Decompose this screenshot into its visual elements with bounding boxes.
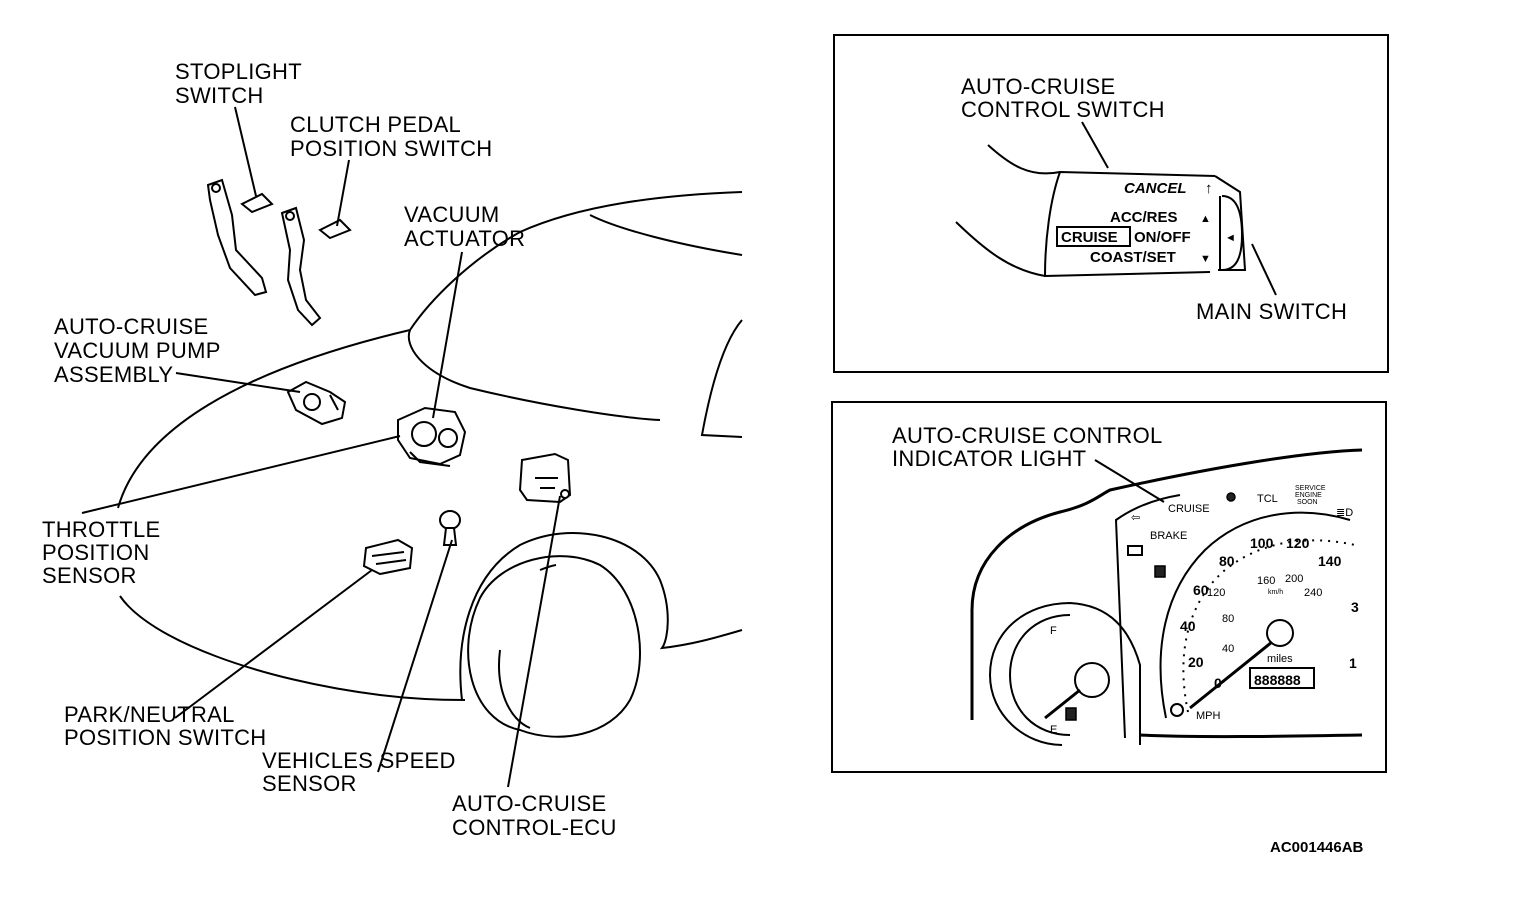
car-outline — [117, 191, 743, 738]
kmh-unit: km/h — [1268, 589, 1283, 596]
up-arrow-icon: ▲ — [1200, 213, 1211, 225]
kmh-tick-120: 120 — [1207, 587, 1225, 599]
clutch-pedal-part — [280, 206, 352, 327]
tcl-indicator-label: TCL — [1257, 493, 1278, 505]
service-engine-indicator: SERVICE ENGINE SOON — [1295, 485, 1328, 506]
headlight-icon: ≣D — [1336, 507, 1353, 519]
mph-tick-0: 0 — [1214, 675, 1222, 691]
kmh-tick-80: 80 — [1222, 613, 1234, 625]
mph-tick-20: 20 — [1188, 654, 1204, 670]
fuel-full-label: F — [1050, 625, 1057, 637]
right-edge-digit-3: 3 — [1351, 599, 1359, 615]
kmh-tick-240: 240 — [1304, 587, 1322, 599]
vacuum-pump-assembly-label: AUTO-CRUISE VACUUM PUMP ASSEMBLY — [54, 314, 227, 387]
mph-tick-140: 140 — [1318, 553, 1342, 569]
mph-tick-60: 60 — [1193, 582, 1209, 598]
vacuum-actuator-label: VACUUM ACTUATOR — [404, 202, 525, 251]
park-neutral-switch-part — [362, 538, 414, 576]
vehicles-speed-sensor-label: VEHICLES SPEED SENSOR — [262, 748, 462, 796]
vacuum-pump-part — [286, 380, 347, 426]
mph-tick-120: 120 — [1286, 535, 1310, 551]
mph-tick-40: 40 — [1180, 618, 1196, 634]
speedometer: 0 20 40 60 80 100 120 140 40 80 120 160 … — [1159, 511, 1359, 722]
ecu-part — [518, 452, 572, 504]
on-off-label: ON/OFF — [1134, 229, 1191, 246]
speed-sensor-part — [439, 510, 461, 546]
cruise-switch-label: CRUISE — [1061, 229, 1118, 246]
odometer-value: 888888 — [1254, 672, 1301, 688]
control-switch-title: AUTO-CRUISE CONTROL SWITCH — [961, 74, 1165, 122]
brake-indicator-label: BRAKE — [1150, 530, 1187, 542]
down-arrow-icon: ▼ — [1200, 253, 1211, 265]
coast-set-label: COAST/SET — [1090, 249, 1176, 266]
mph-tick-100: 100 — [1250, 535, 1274, 551]
turn-signal-icon: ⇦ — [1131, 512, 1140, 524]
right-edge-digit-1: 1 — [1349, 655, 1357, 671]
stoplight-pedal-part — [206, 178, 274, 297]
stoplight-switch-label: STOPLIGHT SWITCH — [175, 59, 308, 108]
mph-tick-80: 80 — [1219, 553, 1235, 569]
miles-unit: miles — [1267, 653, 1293, 665]
indicator-light-panel: AUTO-CRUISE CONTROL INDICATOR LIGHT F E … — [831, 401, 1387, 773]
control-switch-panel: AUTO-CRUISE CONTROL SWITCH CANCEL ↑ ACC/… — [833, 34, 1389, 373]
battery-icon — [1127, 545, 1143, 556]
auto-cruise-control-ecu-label: AUTO-CRUISE CONTROL-ECU — [452, 791, 617, 840]
kmh-tick-160: 160 — [1257, 575, 1275, 587]
acc-res-label: ACC/RES — [1110, 209, 1178, 226]
main-switch-arrow-icon: ◄ — [1225, 232, 1236, 244]
kmh-tick-40: 40 — [1222, 643, 1234, 655]
park-neutral-position-switch-label: PARK/NEUTRAL POSITION SWITCH — [64, 702, 267, 750]
throttle-position-sensor-label: THROTTLE POSITION SENSOR — [42, 517, 167, 588]
figure-code: AC001446AB — [1270, 839, 1364, 856]
fuel-empty-label: E — [1050, 724, 1057, 736]
main-switch-label: MAIN SWITCH — [1196, 299, 1347, 324]
cancel-label: CANCEL — [1124, 180, 1187, 197]
airbag-icon — [1226, 492, 1236, 502]
indicator-light-title: AUTO-CRUISE CONTROL INDICATOR LIGHT — [892, 423, 1168, 471]
fuel-pump-icon — [1065, 707, 1077, 721]
throttle-body-part — [397, 406, 467, 467]
leader-lines — [81, 106, 561, 788]
cancel-arrow-icon: ↑ — [1205, 180, 1213, 197]
cruise-indicator-label: CRUISE — [1168, 503, 1210, 515]
mph-unit: MPH — [1196, 710, 1221, 722]
clutch-pedal-position-switch-label: CLUTCH PEDAL POSITION SWITCH — [290, 112, 493, 161]
seatbelt-icon — [1154, 565, 1166, 578]
odometer-display — [1249, 667, 1315, 689]
kmh-tick-200: 200 — [1285, 573, 1303, 585]
